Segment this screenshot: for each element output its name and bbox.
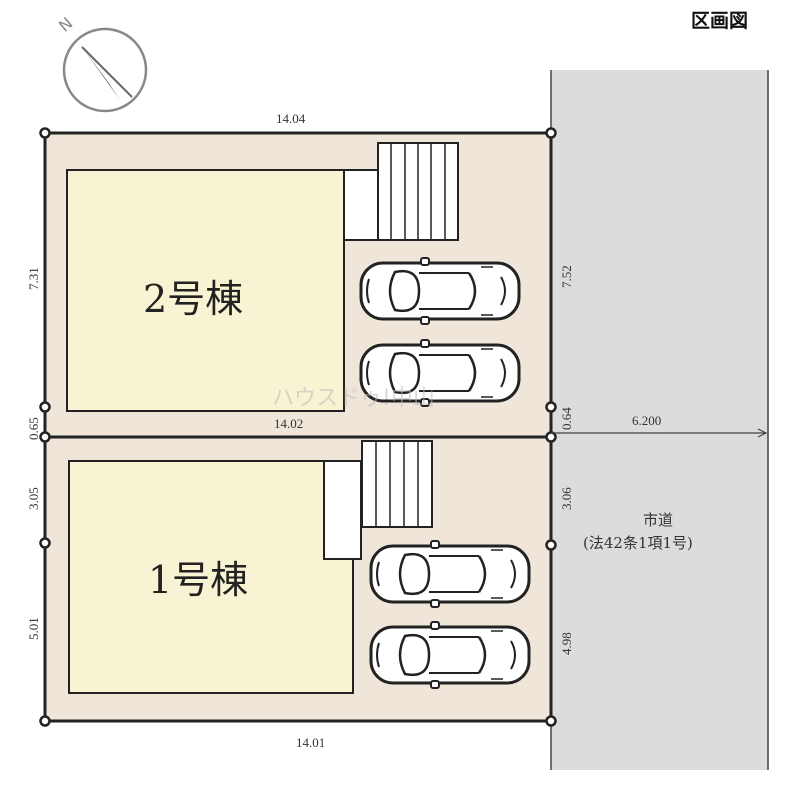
dim-left-lower-b: 5.01 xyxy=(26,617,41,640)
building-1 xyxy=(68,460,354,694)
dim-left-lower-a: 3.05 xyxy=(26,487,41,510)
road-label: 市道 xyxy=(643,511,673,529)
dim-left-mid: 0.65 xyxy=(26,417,41,440)
boundary-markers xyxy=(39,127,557,727)
compass-icon: N xyxy=(55,14,148,113)
svg-text:N: N xyxy=(55,14,76,36)
dim-right-mid: 0.64 xyxy=(559,407,574,430)
watermark: ハウスドゥ!中山 xyxy=(272,386,435,411)
dim-right-upper: 7.52 xyxy=(559,265,574,288)
road-width-label: 6.200 xyxy=(632,413,661,428)
road-sublabel: (法42条1項1号) xyxy=(583,534,693,552)
dim-right-lower-a: 3.06 xyxy=(559,487,574,510)
page-title: 区画図 xyxy=(691,10,748,32)
building-1-entry xyxy=(323,460,362,560)
dim-right-lower-b: 4.98 xyxy=(559,632,574,655)
lot-2-label: 2号棟 xyxy=(143,277,243,321)
building-2 xyxy=(66,169,345,412)
road-area xyxy=(551,70,768,770)
stairs-lot-1 xyxy=(361,440,433,528)
dim-middle: 14.02 xyxy=(274,416,303,431)
building-2-entry xyxy=(343,169,379,241)
car-icon xyxy=(369,620,531,690)
dim-top: 14.04 xyxy=(276,111,306,126)
dim-bottom: 14.01 xyxy=(296,735,325,750)
stairs-lot-2 xyxy=(377,142,459,241)
dim-left-upper: 7.31 xyxy=(26,267,41,290)
car-icon xyxy=(369,539,531,609)
lot-1-label: 1号棟 xyxy=(148,558,248,602)
car-icon xyxy=(359,256,521,326)
